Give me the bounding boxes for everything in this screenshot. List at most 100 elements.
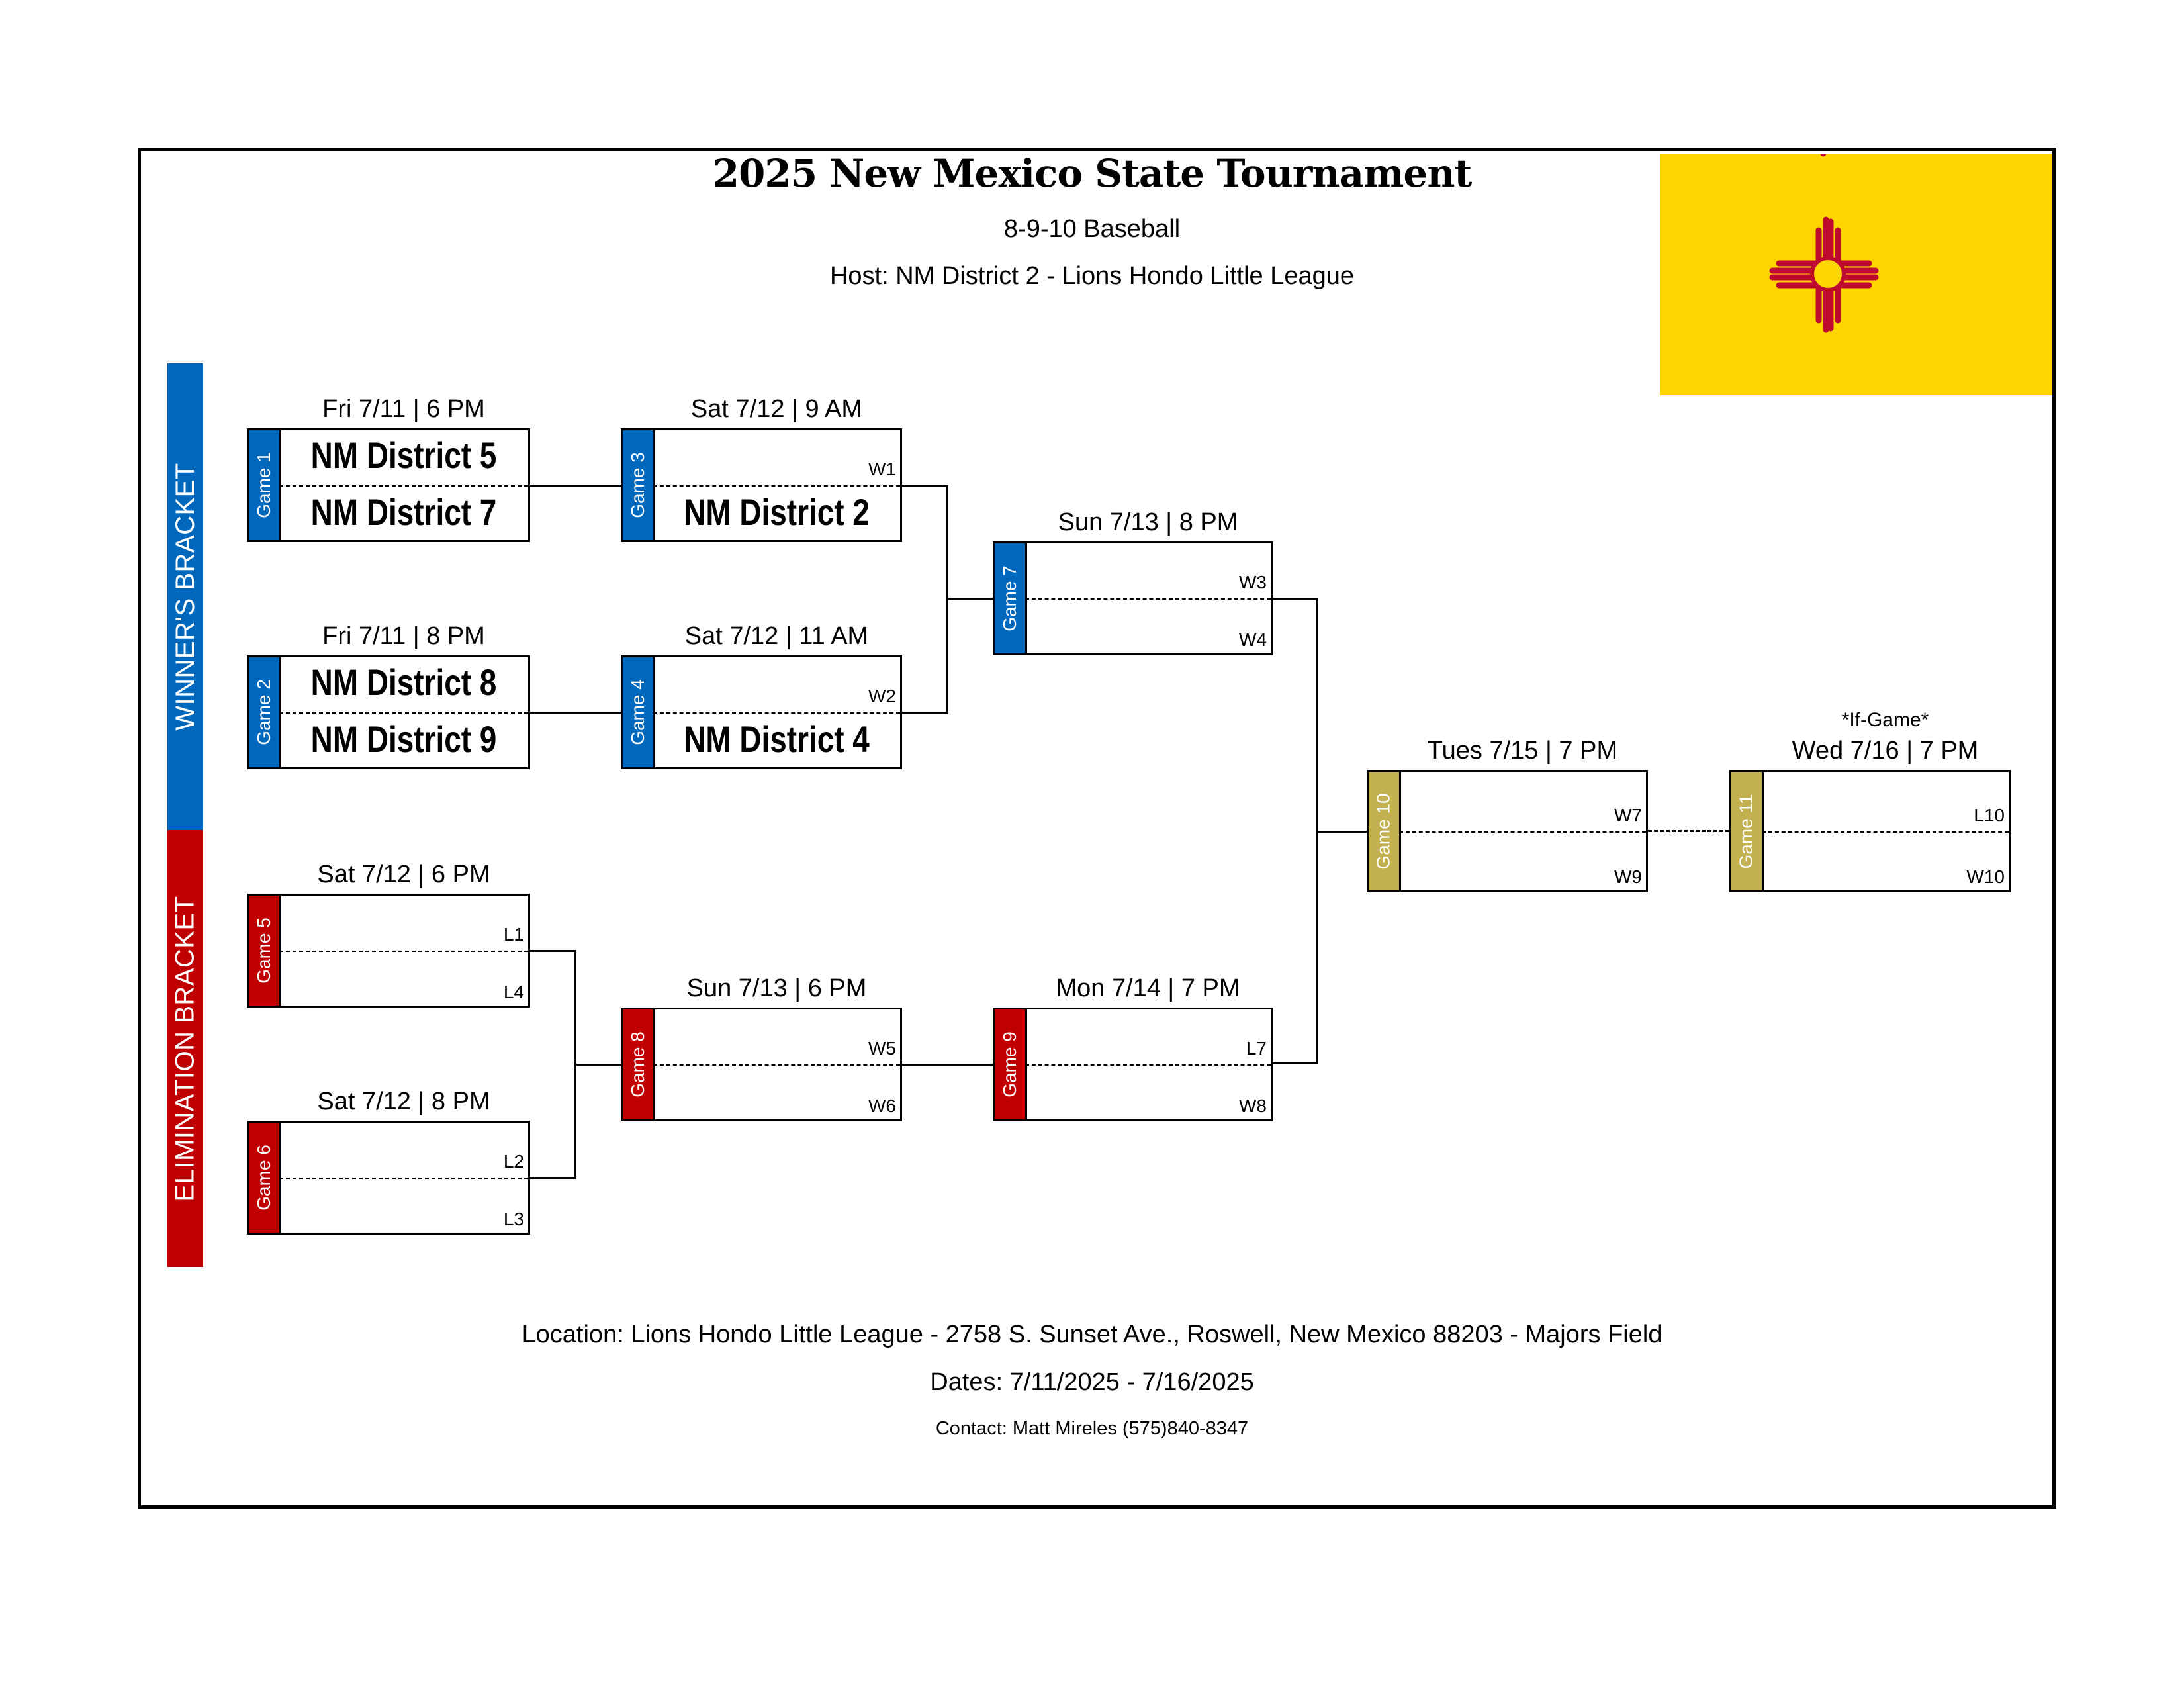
slot-top: W2 — [868, 686, 896, 706]
game-number: Game 1 — [253, 452, 275, 518]
game-datetime: Tues 7/15 | 7 PM — [1427, 737, 1618, 765]
game-datetime: Sat 7/12 | 6 PM — [317, 861, 490, 888]
game-number: Game 2 — [253, 679, 275, 745]
game-datetime: Mon 7/14 | 7 PM — [1056, 974, 1240, 1002]
game-number: Game 6 — [253, 1145, 275, 1211]
game-datetime: Sun 7/13 | 8 PM — [1058, 508, 1238, 536]
bracket-connector — [902, 485, 947, 487]
game-number-tag: Game 7 — [995, 543, 1027, 653]
matchup-divider — [1025, 1064, 1271, 1066]
host-line: Host: NM District 2 - Lions Hondo Little… — [829, 262, 1355, 290]
bracket-connector — [530, 950, 575, 952]
team-top: NM District 8 — [310, 661, 497, 703]
matchup-divider — [1762, 831, 2009, 833]
slot-top: L2 — [503, 1151, 524, 1172]
contact-line: Contact: Matt Mireles (575)840-8347 — [935, 1418, 1249, 1439]
slot-top: W7 — [1614, 805, 1642, 825]
game-number: Game 10 — [1373, 792, 1394, 870]
game-datetime: Wed 7/16 | 7 PM — [1792, 737, 1979, 765]
slot-top: W5 — [868, 1038, 896, 1058]
bracket-connector — [530, 485, 621, 487]
game-datetime: Sat 7/12 | 8 PM — [317, 1088, 490, 1115]
game-number: Game 9 — [999, 1031, 1021, 1098]
bracket-connector — [946, 598, 993, 600]
page-subtitle: 8-9-10 Baseball — [1003, 215, 1181, 243]
bracket-connector — [1273, 1062, 1318, 1064]
game-datetime: Sat 7/12 | 11 AM — [684, 622, 869, 650]
game-number: Game 3 — [627, 452, 649, 518]
matchup-divider — [1025, 598, 1271, 600]
game-number-tag: Game 4 — [623, 657, 655, 767]
game-number: Game 4 — [627, 679, 649, 745]
bracket-connector — [530, 1177, 575, 1179]
game-number: Game 5 — [253, 917, 275, 984]
bracket-connector — [902, 712, 947, 714]
team-bottom: NM District 7 — [310, 491, 497, 533]
team-bottom: NM District 4 — [684, 718, 870, 760]
game-box[interactable]: Game 3 W1 NM District 2 — [621, 428, 902, 542]
new-mexico-flag — [1660, 154, 2052, 395]
zia-sun-icon — [1769, 154, 1879, 333]
game-number-tag: Game 6 — [249, 1123, 281, 1233]
slot-top: L10 — [1974, 805, 2005, 825]
team-top: NM District 5 — [310, 434, 497, 476]
slot-bottom: W10 — [1966, 867, 2005, 887]
game-datetime: Sat 7/12 | 9 AM — [690, 395, 863, 423]
page-title: 2025 New Mexico State Tournament — [712, 151, 1473, 196]
slot-bottom: W6 — [868, 1096, 896, 1116]
slot-bottom: W9 — [1614, 867, 1642, 887]
elimination-bracket-label: ELIMINATION BRACKET — [167, 830, 203, 1267]
dates-line: Dates: 7/11/2025 - 7/16/2025 — [930, 1368, 1254, 1396]
game-number: Game 7 — [999, 565, 1021, 632]
bracket-connector — [902, 1064, 993, 1066]
matchup-divider — [279, 951, 528, 952]
matchup-divider — [279, 712, 528, 714]
game-number-tag: Game 10 — [1369, 772, 1401, 890]
slot-top: L7 — [1246, 1038, 1267, 1058]
location-line: Location: Lions Hondo Little League - 27… — [522, 1321, 1662, 1348]
if-game-note: *If-Game* — [1841, 709, 1929, 731]
game-box[interactable]: Game 1 NM District 5 NM District 7 — [247, 428, 530, 542]
game-number: Game 8 — [627, 1031, 649, 1098]
matchup-divider — [653, 1064, 900, 1066]
if-game-connector — [1648, 830, 1729, 832]
game-number-tag: Game 8 — [623, 1009, 655, 1119]
slot-top: W3 — [1239, 572, 1267, 592]
slot-bottom: L3 — [503, 1209, 524, 1229]
slot-bottom: L4 — [503, 982, 524, 1002]
game-number-tag: Game 9 — [995, 1009, 1027, 1119]
slot-top: L1 — [503, 924, 524, 945]
game-number: Game 11 — [1736, 793, 1756, 869]
game-box[interactable]: Game 2 NM District 8 NM District 9 — [247, 655, 530, 769]
game-number-tag: Game 5 — [249, 896, 281, 1006]
game-box[interactable]: Game 4 W2 NM District 4 — [621, 655, 902, 769]
slot-bottom: W4 — [1239, 630, 1267, 650]
team-bottom: NM District 9 — [310, 718, 497, 760]
bracket-connector — [1316, 831, 1367, 833]
winners-bracket-label: WINNER'S BRACKET — [167, 363, 203, 830]
game-number-tag: Game 11 — [1731, 772, 1764, 890]
game-number-tag: Game 3 — [623, 430, 655, 540]
bracket-connector — [530, 712, 621, 714]
slot-top: W1 — [868, 459, 896, 479]
game-datetime: Fri 7/11 | 8 PM — [322, 622, 485, 650]
slot-bottom: W8 — [1239, 1096, 1267, 1116]
matchup-divider — [653, 485, 900, 487]
matchup-divider — [279, 1178, 528, 1179]
matchup-divider — [1399, 831, 1646, 833]
game-number-tag: Game 2 — [249, 657, 281, 767]
matchup-divider — [279, 485, 528, 487]
team-bottom: NM District 2 — [684, 491, 870, 533]
bracket-connector — [1273, 598, 1318, 600]
matchup-divider — [653, 712, 900, 714]
game-datetime: Sun 7/13 | 6 PM — [686, 974, 867, 1002]
bracket-connector — [574, 1064, 621, 1066]
game-datetime: Fri 7/11 | 6 PM — [322, 395, 485, 423]
